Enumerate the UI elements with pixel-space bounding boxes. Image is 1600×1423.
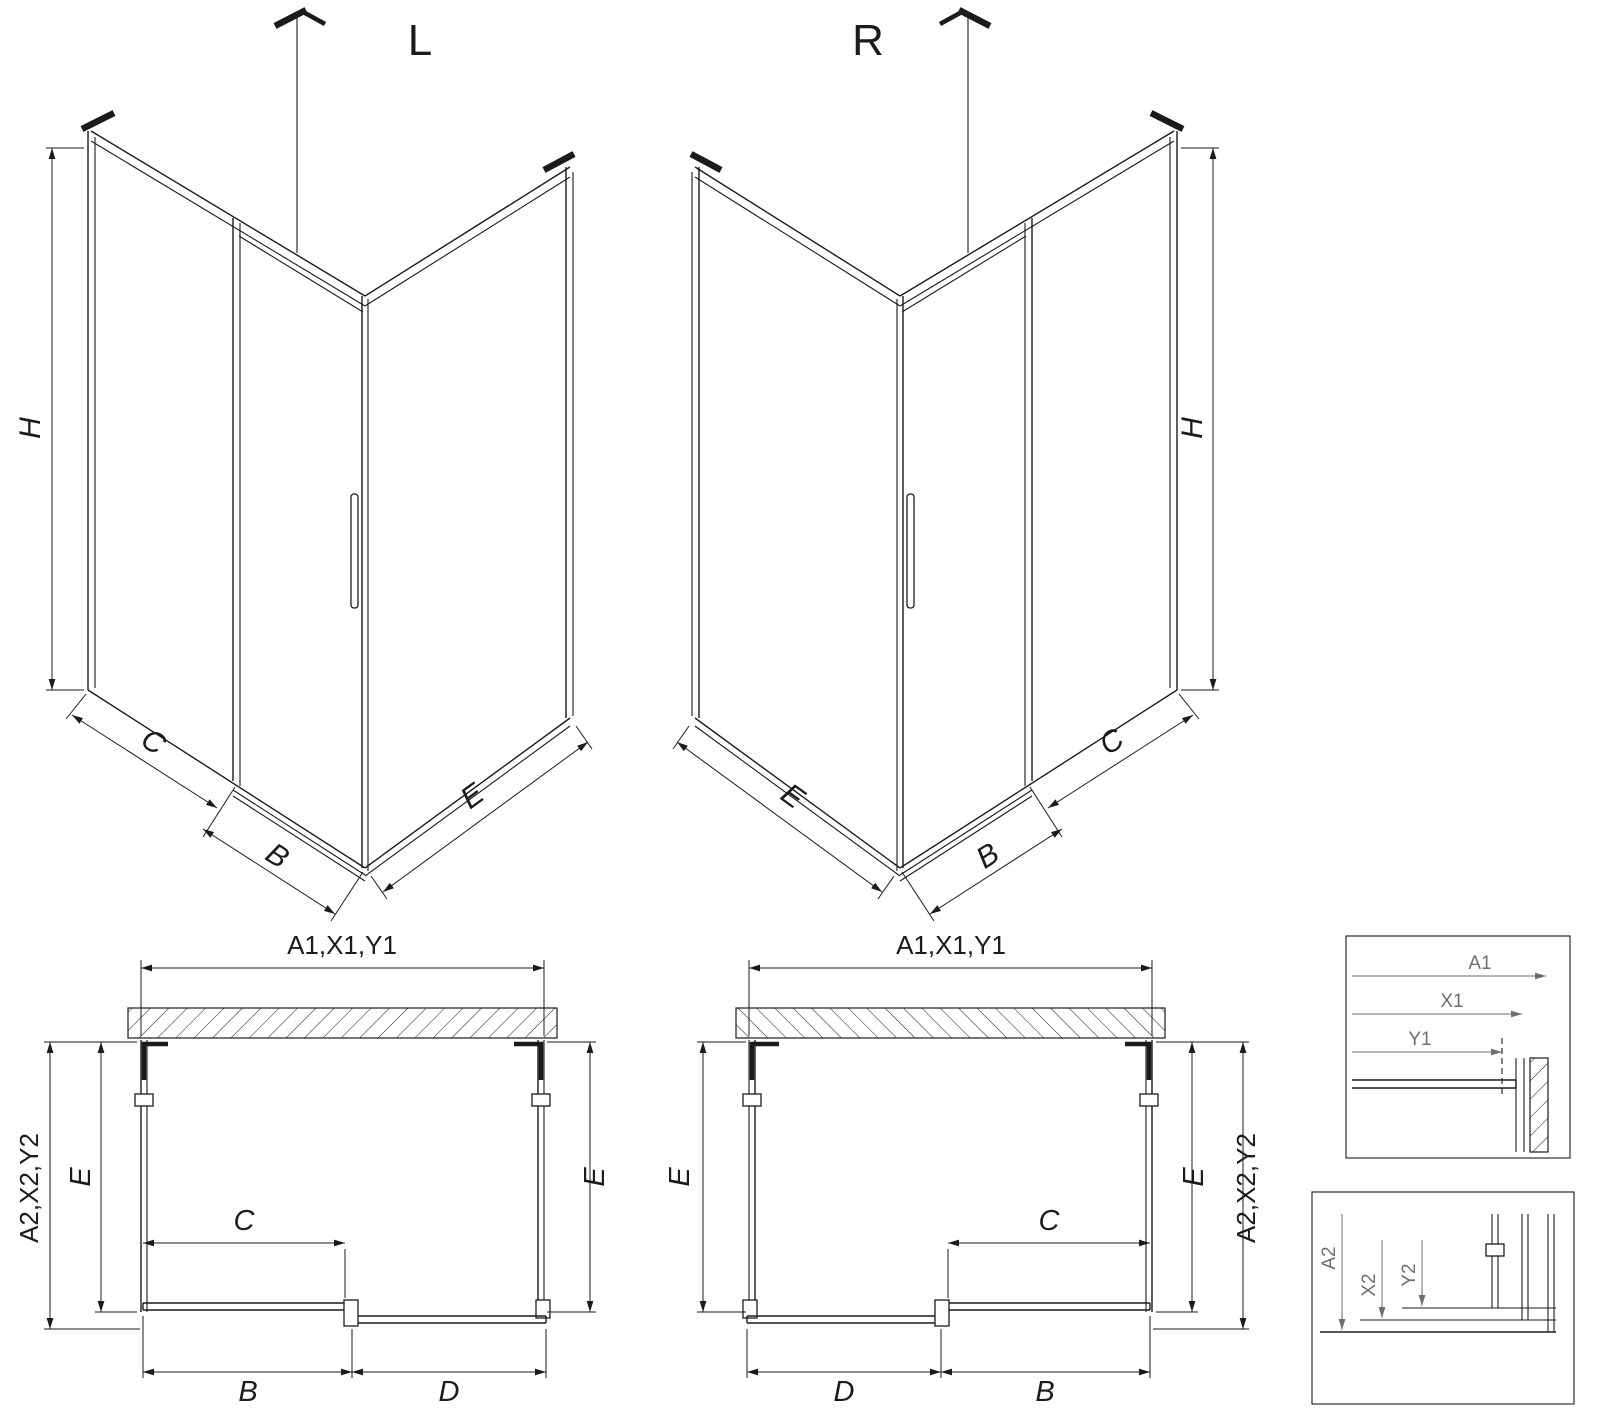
plan-right-geometry bbox=[697, 960, 1249, 1378]
iso-right-label: R bbox=[852, 16, 884, 65]
plan-right-dim-c: C bbox=[1039, 1205, 1061, 1237]
plan-left-dim-e-left: E bbox=[65, 1167, 97, 1187]
plan-left-figure: A1,X1,Y1 E A2,X2,Y2 E C B D bbox=[14, 930, 611, 1408]
detail-dim-x1: X1 bbox=[1440, 991, 1463, 1012]
detail-dim-y1: Y1 bbox=[1408, 1029, 1431, 1050]
iso-left-dim-b: B bbox=[260, 837, 295, 876]
plan-left-dim-b: B bbox=[238, 1376, 257, 1408]
plan-right-dim-d: D bbox=[834, 1376, 855, 1408]
plan-left-dim-c: C bbox=[234, 1205, 256, 1237]
detail-dim-a2: A2 bbox=[1319, 1246, 1340, 1269]
plan-right-figure: A1,X1,Y1 E C E A2,X2,Y2 D B bbox=[664, 930, 1261, 1408]
iso-right-dim-c: C bbox=[1094, 722, 1130, 762]
iso-left-dim-e: E bbox=[455, 777, 491, 816]
plan-right-dim-top: A1,X1,Y1 bbox=[896, 930, 1006, 960]
iso-right-figure: R H E B C bbox=[673, 10, 1219, 921]
detail-dim-x2: X2 bbox=[1359, 1273, 1380, 1296]
plan-right-dim-e-left: E bbox=[664, 1167, 696, 1187]
iso-left-geometry bbox=[46, 10, 592, 921]
detail-dim-a1: A1 bbox=[1468, 953, 1491, 974]
plan-left-dim-d: D bbox=[439, 1376, 460, 1408]
iso-right-geometry bbox=[673, 10, 1219, 921]
iso-left-label: L bbox=[408, 16, 432, 65]
plan-right-dim-side-outer: A2,X2,Y2 bbox=[1231, 1133, 1261, 1243]
plan-right-dim-b: B bbox=[1035, 1376, 1054, 1408]
plan-left-dim-e-right: E bbox=[579, 1167, 611, 1187]
iso-right-dim-e: E bbox=[775, 777, 811, 816]
iso-right-dim-h: H bbox=[1176, 417, 1209, 439]
detail-a1-box: A1 X1 Y1 bbox=[1345, 935, 1571, 1159]
plan-left-geometry bbox=[44, 960, 596, 1378]
plan-left-dim-side-outer: A2,X2,Y2 bbox=[14, 1133, 44, 1243]
iso-left-dim-h: H bbox=[14, 417, 47, 439]
iso-right-dim-b: B bbox=[970, 837, 1005, 876]
detail-a2-box: A2 X2 Y2 bbox=[1311, 1191, 1575, 1405]
plan-left-dim-top: A1,X1,Y1 bbox=[287, 930, 397, 960]
plan-right-dim-e-right: E bbox=[1178, 1167, 1210, 1187]
iso-left-figure: L H C B E bbox=[14, 10, 592, 921]
detail-dim-y2: Y2 bbox=[1399, 1263, 1420, 1286]
iso-left-dim-c: C bbox=[135, 722, 171, 762]
